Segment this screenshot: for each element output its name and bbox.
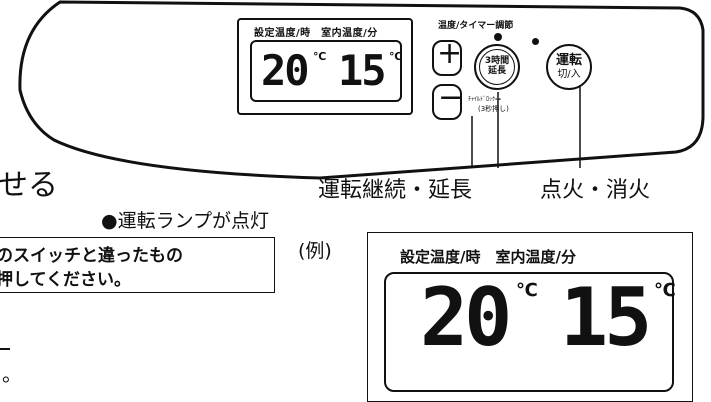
panel-lcd-window: [250, 40, 402, 102]
child-lock-label: ﾁｬｲﾙﾄﾞﾛｯｸ⊶: [468, 96, 502, 103]
extend-3h-button[interactable]: 3時間 延長: [474, 44, 520, 90]
example-room-temp-unit: ℃: [654, 280, 676, 301]
minus-icon: −: [438, 80, 464, 115]
lamp-note: ●運転ランプが点灯: [101, 210, 270, 232]
temp-up-button[interactable]: +: [432, 36, 463, 76]
panel-set-temp: 20: [261, 46, 310, 95]
example-label: (例): [298, 240, 332, 262]
power-button[interactable]: 運転 切/入: [546, 44, 592, 90]
callout-power: 点火・消火: [540, 178, 651, 203]
example-room-temp: 15: [560, 271, 652, 364]
power-button-line1: 運転: [555, 53, 582, 69]
temp-down-button[interactable]: −: [432, 80, 464, 120]
panel-set-temp-unit: ℃: [313, 50, 327, 63]
note-box: [0, 237, 275, 293]
note-line-1: のスイッチと違ったもの: [0, 246, 183, 266]
panel-lcd: [237, 18, 413, 115]
trailing-dash: [0, 348, 10, 350]
child-lock-hold-note: (3秒押し): [478, 105, 509, 113]
example-set-temp-unit: ℃: [516, 280, 538, 301]
power-button-line2: 切/入: [557, 68, 581, 80]
trailing-period: 。: [2, 362, 22, 386]
panel-room-temp-unit: ℃: [389, 50, 403, 63]
example-caption: 設定温度/時 室内温度/分: [400, 248, 576, 266]
extend-button-line1: 3時間: [484, 56, 510, 67]
key-icon: ⊶: [495, 96, 502, 103]
control-panel-outline: [18, 0, 705, 180]
extend-button-line2: 延長: [487, 66, 506, 76]
plus-icon: +: [437, 36, 463, 71]
adjust-label: 温度/タイマー調節: [438, 21, 514, 31]
example-set-temp: 20: [420, 271, 512, 364]
panel-room-temp: 15: [338, 46, 387, 95]
heading-fragment: せる: [0, 168, 58, 203]
callout-extend: 運転継続・延長: [318, 178, 473, 203]
power-lamp-dot: [532, 38, 539, 45]
panel-lcd-caption: 設定温度/時 室内温度/分: [254, 28, 378, 39]
extend-dot: [494, 33, 502, 41]
note-line-2: 押してください。: [0, 270, 131, 290]
